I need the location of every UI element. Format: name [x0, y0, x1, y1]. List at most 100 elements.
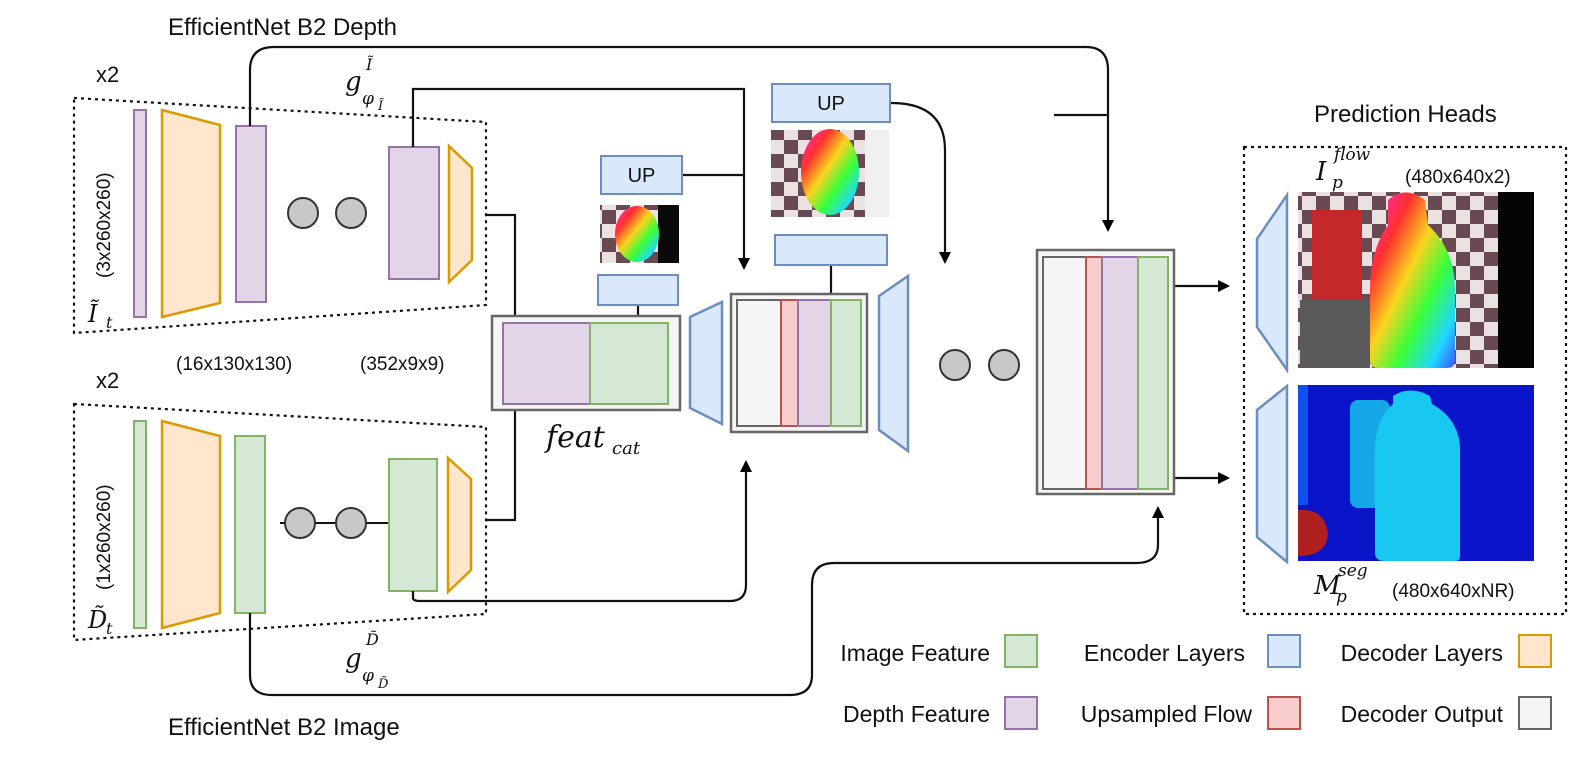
legend-swatch-image-feature — [1004, 634, 1038, 668]
image-backbone-title: EfficientNet B2 Image — [168, 714, 400, 741]
bottom-input-dim: (1x260x260) — [94, 484, 115, 590]
flow-head-encoder — [1255, 190, 1289, 374]
top-feature-subsubscript: Ĩ — [377, 98, 385, 114]
top-encoder: x2 (3x260x260) Ĩ t g Ĩ φ Ĩ — [72, 54, 488, 335]
feature-dim-small: (16x130x130) — [176, 354, 292, 375]
top-depth-feature-2 — [388, 146, 440, 280]
middle-stack — [729, 292, 869, 434]
bottom-feature-subscript: φ — [362, 666, 374, 686]
flow-prediction-image — [1298, 192, 1534, 368]
flow-head-superscript: flow — [1332, 145, 1371, 165]
final-image-feature — [1137, 256, 1169, 490]
encoder-block-1 — [597, 274, 679, 306]
bottom-input-symbol: D̃ — [87, 606, 107, 634]
prediction-heads-title: Prediction Heads — [1314, 101, 1497, 128]
seg-head-symbol: M — [1313, 571, 1342, 601]
bottom-input-subscript: t — [106, 619, 113, 638]
legend: Image Feature Encoder Layers Decoder Lay… — [840, 634, 1552, 730]
middle-upsampled-flow — [780, 299, 799, 427]
bottom-ellipsis-dot-1 — [284, 507, 316, 539]
image-feature-skip — [411, 460, 752, 603]
legend-swatch-depth-feature — [1004, 696, 1038, 730]
seg-head-subscript: p — [1336, 587, 1347, 607]
encoder-block-2 — [774, 234, 888, 266]
bottom-feature-superscript: D̃ — [365, 630, 379, 649]
final-depth-feature — [1101, 256, 1139, 490]
up-stage-1: UP — [597, 155, 724, 427]
depth-feature-skip — [411, 87, 750, 270]
legend-label-image-feature: Image Feature — [840, 640, 990, 666]
middle-image-feature — [830, 299, 862, 427]
legend-swatch-decoder-output — [1518, 696, 1552, 730]
up-block-1 — [600, 155, 683, 195]
seg-head-superscript: seg — [1338, 561, 1368, 581]
featcat-block: feat cat — [490, 314, 682, 459]
bottom-decoder-layer-2 — [446, 455, 473, 595]
bottom-feature-subsubscript: D̃ — [377, 676, 389, 692]
encoder-layer-1 — [688, 300, 724, 427]
legend-label-upsampled-flow: Upsampled Flow — [1081, 701, 1253, 727]
top-input-feature — [133, 109, 147, 318]
top-ellipsis-dot-1 — [287, 197, 319, 229]
featcat-image-feature — [589, 322, 669, 405]
flow-head-symbol: I — [1315, 157, 1327, 187]
top-input-subscript: t — [106, 313, 113, 332]
top-feature-superscript: Ĩ — [365, 54, 374, 74]
skip-connection-top — [248, 45, 1114, 232]
bottom-feature-symbol: g — [345, 644, 362, 674]
skip-connection-bottom — [248, 506, 1164, 697]
bottom-repeat-label: x2 — [96, 368, 119, 393]
featcat-depth-feature — [502, 322, 591, 405]
feature-dim-large: (352x9x9) — [360, 354, 445, 375]
middle-ellipsis-dot-1 — [939, 349, 971, 381]
legend-swatch-encoder-layers — [1267, 634, 1301, 668]
top-decoder-layer-1 — [160, 108, 222, 319]
top-feature-symbol: g — [345, 67, 362, 97]
featcat-label: feat — [544, 420, 606, 455]
up2-arrow — [890, 101, 951, 264]
top-feature-subscript: φ — [362, 89, 374, 109]
bottom-encoder: x2 (1x260x260) D̃ t g D̃ φ D̃ — [72, 368, 488, 692]
up-block-2 — [771, 83, 891, 123]
top-repeat-label: x2 — [96, 62, 119, 87]
final-decoder-output — [1042, 256, 1087, 490]
depth-backbone-title: EfficientNet B2 Depth — [168, 14, 397, 41]
featcat-label-subscript: cat — [612, 438, 641, 459]
legend-swatch-decoder-layers — [1518, 634, 1552, 668]
top-input-symbol: Ĩ — [87, 299, 100, 328]
bottom-image-feature-2 — [388, 458, 438, 592]
bottom-encoder-outline — [72, 402, 488, 642]
top-decoder-layer-2 — [447, 143, 474, 285]
middle-ellipsis-dot-2 — [988, 349, 1020, 381]
up-label-1: UP — [628, 165, 656, 187]
bottom-ellipsis-dot-2 — [335, 507, 367, 539]
legend-label-decoder-output: Decoder Output — [1341, 701, 1504, 727]
prediction-heads: I flow p (480x640x2) M seg p (480x640xNR… — [1242, 145, 1568, 616]
flow-head-subscript: p — [1332, 173, 1343, 193]
flow-head-dim: (480x640x2) — [1405, 167, 1511, 188]
top-encoder-outline — [72, 96, 488, 335]
legend-label-encoder-layers: Encoder Layers — [1084, 640, 1245, 666]
seg-head-dim: (480x640xNR) — [1392, 581, 1515, 602]
final-upsampled-flow — [1085, 256, 1103, 490]
bottom-decoder-layer-1 — [160, 419, 222, 630]
upsampled-flow-thumbnail-2 — [771, 129, 889, 217]
encoder-layer-2 — [877, 273, 910, 454]
legend-label-decoder-layers: Decoder Layers — [1341, 640, 1503, 666]
up-label-2: UP — [817, 93, 845, 115]
up-stage-2: UP — [771, 83, 910, 454]
bottom-image-feature-1 — [234, 435, 266, 614]
middle-decoder-output — [736, 299, 782, 427]
legend-swatch-upsampled-flow — [1267, 696, 1301, 730]
prediction-heads-outline — [1242, 145, 1568, 616]
connectors — [248, 45, 1230, 697]
legend-label-depth-feature: Depth Feature — [843, 701, 990, 727]
upsampled-flow-thumbnail-1 — [600, 205, 679, 263]
middle-depth-feature — [797, 299, 832, 427]
final-stack — [1035, 248, 1176, 496]
top-ellipsis-dot-2 — [335, 197, 367, 229]
top-input-dim: (3x260x260) — [94, 172, 115, 278]
seg-head-encoder — [1255, 383, 1289, 565]
